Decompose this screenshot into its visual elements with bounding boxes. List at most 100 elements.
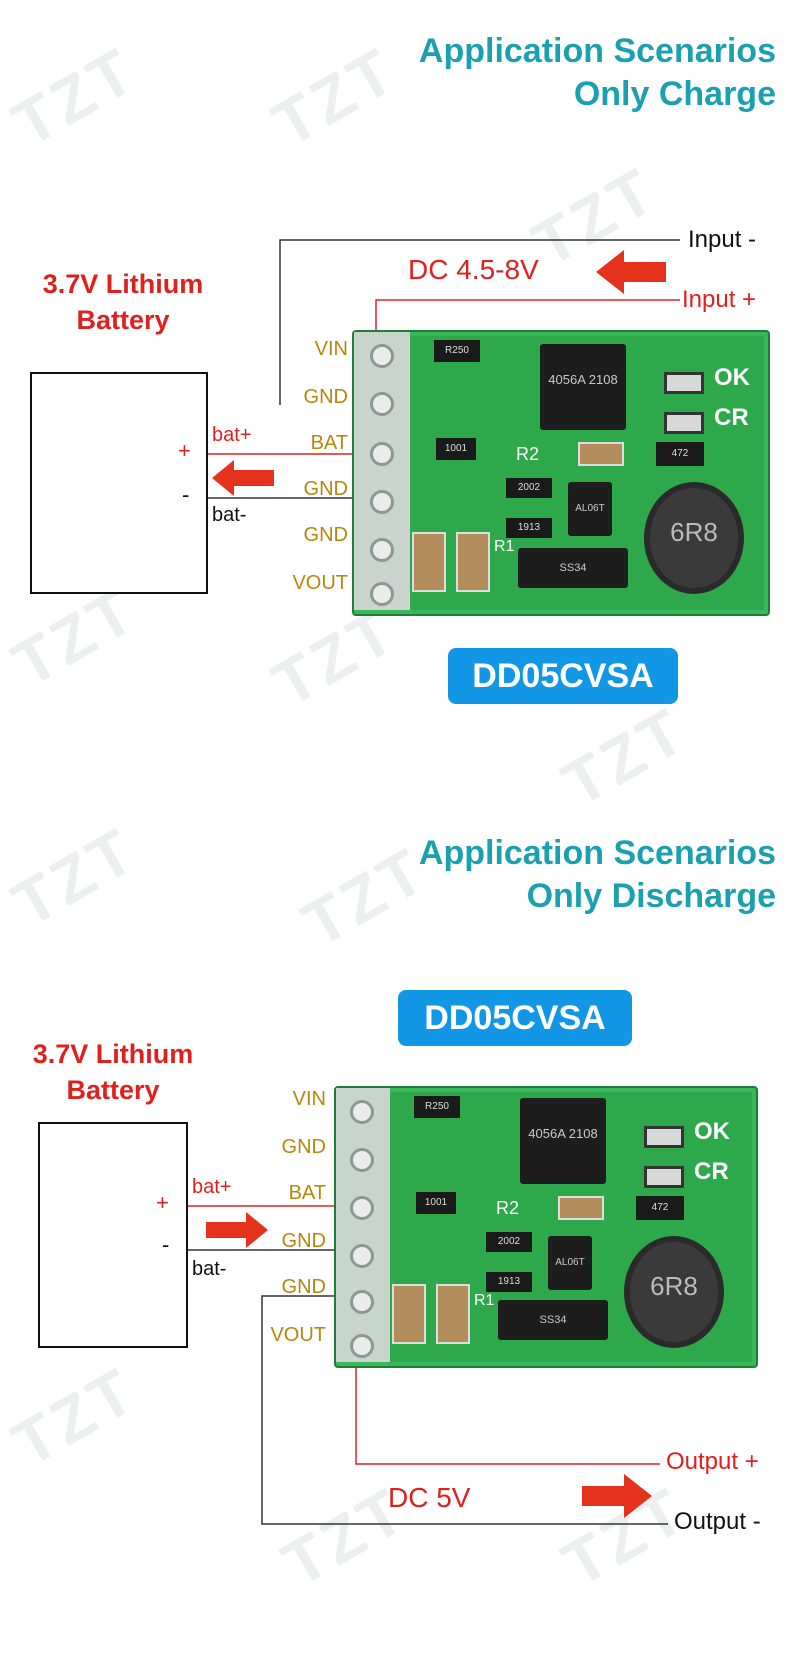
capacitor — [436, 1284, 470, 1344]
pad-bat — [350, 1196, 374, 1220]
capacitor — [412, 532, 446, 592]
resistor-r250: R250 — [414, 1096, 460, 1118]
capacitor — [392, 1284, 426, 1344]
pin-label-gnd: GND — [281, 1136, 326, 1158]
charger-ic: 4056A 2108 — [540, 344, 626, 430]
charge-bat-minus-label: bat- — [212, 504, 247, 526]
pin-label-vin: VIN — [314, 338, 348, 360]
discharge-title-line2: Only Discharge — [526, 877, 776, 915]
discharge-minus-sign: - — [162, 1232, 170, 1257]
input-plus-label: Input + — [682, 286, 757, 313]
pad-gnd — [370, 538, 394, 562]
pad-vout — [370, 582, 394, 606]
mosfet-al06t: AL06T — [568, 482, 612, 536]
output-minus-wire — [261, 1295, 668, 1525]
charge-battery-box — [30, 372, 208, 594]
pin-label-bat: BAT — [310, 432, 348, 454]
pad-vin — [350, 1100, 374, 1124]
silk-r1: R1 — [494, 538, 515, 555]
discharge-arrow-right-icon — [206, 1212, 268, 1248]
pin-label-vin: VIN — [292, 1088, 326, 1110]
silk-r2: R2 — [496, 1198, 520, 1218]
pin-label-vout: VOUT — [270, 1324, 326, 1346]
led-cr — [664, 412, 704, 434]
pin-label-vout: VOUT — [292, 572, 348, 594]
capacitor — [558, 1196, 604, 1220]
pad-gnd — [350, 1148, 374, 1172]
charge-title-line2: Only Charge — [573, 75, 776, 113]
input-minus-wire — [279, 239, 680, 405]
diode-ss34: SS34 — [498, 1300, 608, 1340]
charger-ic: 4056A 2108 — [520, 1098, 606, 1184]
resistor-r250: R250 — [434, 340, 480, 362]
pad-gnd — [370, 392, 394, 416]
discharge-title-line1: Application Scenarios — [418, 834, 776, 872]
charge-title: Application Scenarios Only Charge — [419, 30, 776, 116]
discharge-battery-box — [38, 1122, 188, 1348]
discharge-bat-minus-label: bat- — [192, 1258, 227, 1280]
discharge-bat-plus-label: bat+ — [192, 1176, 232, 1198]
pad-vout — [350, 1334, 374, 1358]
led-ok — [664, 372, 704, 394]
discharge-title: Application Scenarios Only Discharge — [419, 832, 776, 918]
pad-vin — [370, 344, 394, 368]
resistor-1001: 1001 — [436, 438, 476, 460]
charge-plus-sign: + — [178, 438, 191, 463]
discharge-pcb: R250 1001 4056A 2108 OK CR R2 472 2002 A… — [334, 1086, 758, 1368]
silk-ok: OK — [694, 1118, 730, 1145]
resistor-1913: 1913 — [486, 1272, 532, 1292]
pad-gnd — [370, 490, 394, 514]
led-ok — [644, 1126, 684, 1148]
pin-label-gnd: GND — [303, 386, 348, 408]
input-minus-label: Input - — [688, 226, 757, 253]
silk-cr: CR — [694, 1158, 729, 1185]
pad-gnd — [350, 1244, 374, 1268]
silk-cr: CR — [714, 404, 749, 431]
input-arrow-left-icon — [596, 250, 666, 294]
discharge-battery-line1: 3.7V Lithium — [32, 1039, 194, 1069]
silk-r1: R1 — [474, 1292, 495, 1309]
capacitor — [456, 532, 490, 592]
pin-label-gnd: GND — [281, 1230, 326, 1252]
silk-r2: R2 — [516, 444, 540, 464]
charge-pcb: R250 1001 4056A 2108 OK CR R2 472 2002 A… — [352, 330, 770, 616]
output-plus-label: Output + — [666, 1448, 759, 1475]
charge-model-badge: DD05CVSA — [448, 648, 678, 704]
pin-label-gnd: GND — [303, 524, 348, 546]
resistor-472: 472 — [636, 1196, 684, 1220]
charge-battery-line1: 3.7V Lithium — [42, 269, 204, 299]
charge-voltage: DC 4.5-8V — [408, 254, 539, 285]
capacitor — [578, 442, 624, 466]
pin-header — [336, 1088, 390, 1362]
discharge-battery-line2: Battery — [66, 1075, 160, 1105]
watermark: TZT — [550, 693, 699, 821]
output-plus-wire — [355, 1344, 660, 1465]
discharge-battery-label: 3.7V Lithium Battery — [18, 1036, 208, 1108]
pin-label-gnd: GND — [281, 1276, 326, 1298]
charge-battery-line2: Battery — [76, 305, 170, 335]
pin-label-gnd: GND — [303, 478, 348, 500]
mosfet-al06t: AL06T — [548, 1236, 592, 1290]
resistor-1913: 1913 — [506, 518, 552, 538]
discharge-plus-sign: + — [156, 1190, 169, 1215]
charge-title-line1: Application Scenarios — [418, 32, 776, 70]
resistor-2002: 2002 — [486, 1232, 532, 1252]
inductor-6r8: 6R8 — [644, 482, 744, 594]
led-cr — [644, 1166, 684, 1188]
diode-ss34: SS34 — [518, 548, 628, 588]
resistor-2002: 2002 — [506, 478, 552, 498]
resistor-1001: 1001 — [416, 1192, 456, 1214]
charge-bat-plus-label: bat+ — [212, 424, 252, 446]
discharge-voltage: DC 5V — [388, 1482, 471, 1513]
silk-ok: OK — [714, 364, 750, 391]
pin-header — [354, 332, 410, 610]
charge-minus-sign: - — [182, 482, 190, 507]
output-minus-label: Output - — [674, 1508, 761, 1535]
pad-bat — [370, 442, 394, 466]
charge-battery-label: 3.7V Lithium Battery — [28, 266, 218, 338]
charge-arrow-left-icon — [212, 460, 274, 496]
pin-label-bat: BAT — [288, 1182, 326, 1204]
resistor-472: 472 — [656, 442, 704, 466]
inductor-6r8: 6R8 — [624, 1236, 724, 1348]
discharge-model-badge: DD05CVSA — [398, 990, 632, 1046]
